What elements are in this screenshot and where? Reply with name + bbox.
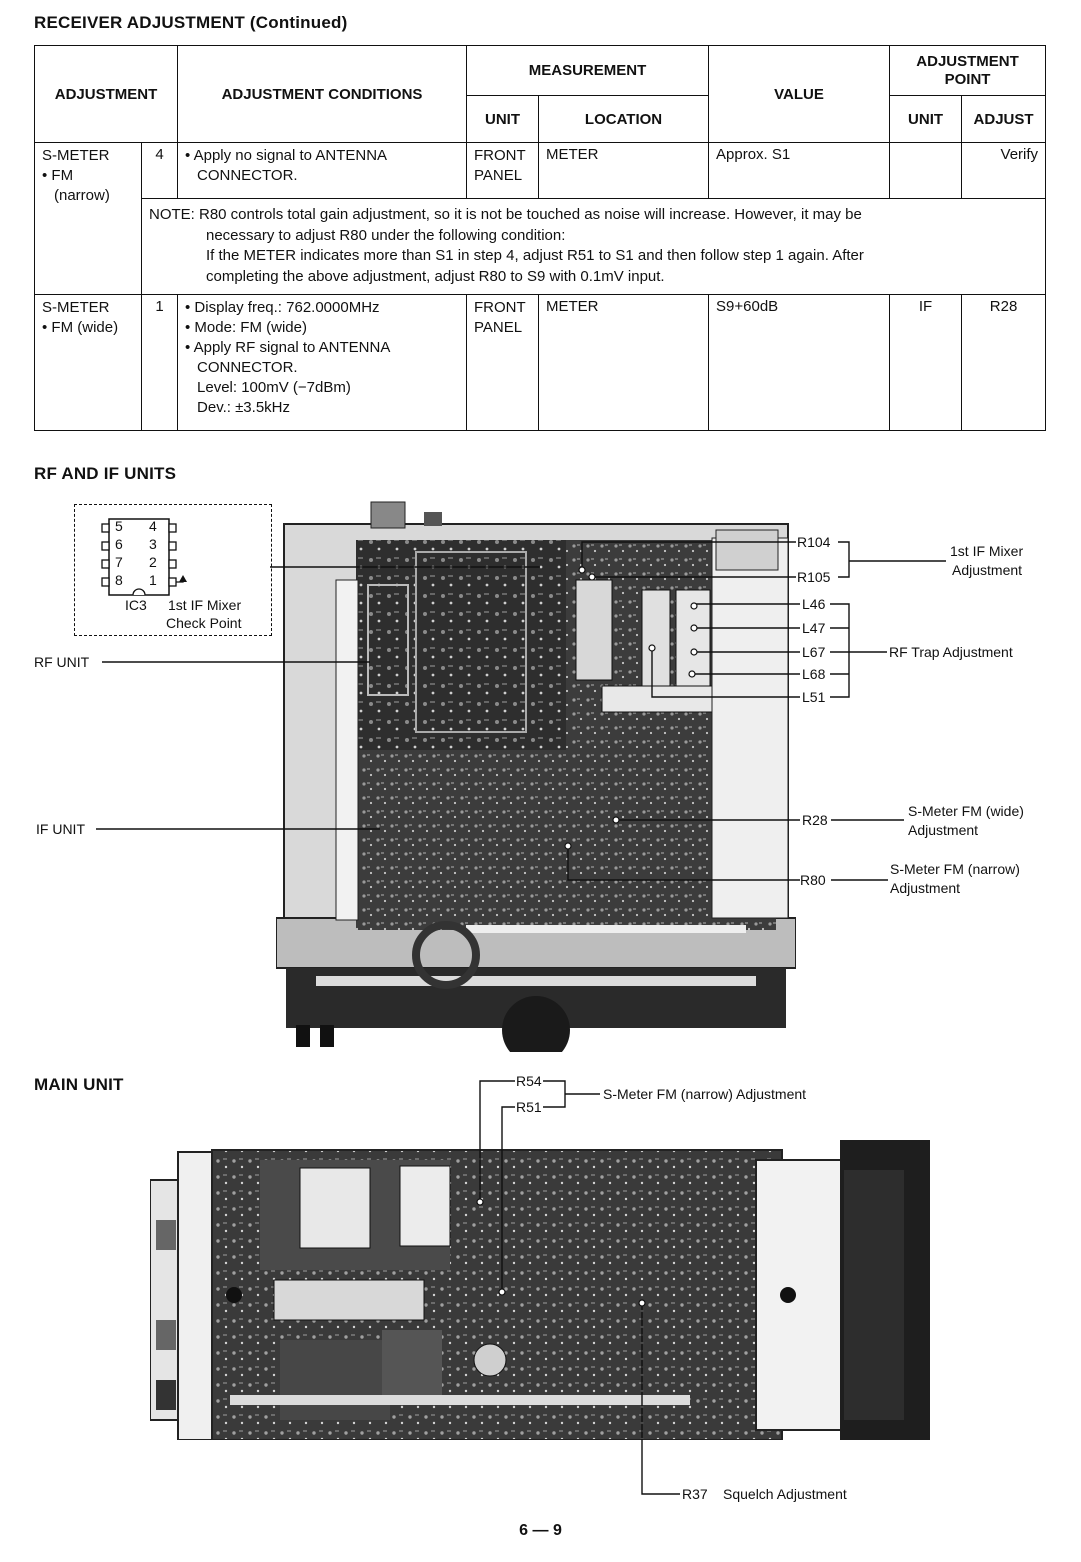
header-adjust: ADJUST [961, 95, 1047, 143]
header-adjustment: ADJUSTMENT [33, 45, 179, 143]
row2-adjust: R28 [961, 294, 1047, 431]
row2-condition-line6: Dev.: ±3.5kHz [197, 399, 290, 416]
row1-condition-line2: CONNECTOR. [197, 167, 298, 184]
part-r105: R105 [797, 569, 831, 585]
part-l68: L68 [802, 666, 826, 682]
header-value: VALUE [708, 45, 891, 143]
row2-unit: FRONT PANEL [466, 294, 540, 431]
row2-location: METER [538, 294, 710, 431]
page-title: RECEIVER ADJUSTMENT (Continued) [34, 13, 348, 32]
row2-condition-line4: CONNECTOR. [197, 359, 298, 376]
row2-condition-line1: • Display freq.: 762.0000MHz [185, 299, 380, 316]
note-line2: necessary to adjust R80 under the follow… [206, 226, 566, 244]
ic3-pin-label: 8 [115, 572, 123, 588]
row2-adjustment-line2: • FM (wide) [42, 319, 119, 336]
ic3-pin-label: 6 [115, 536, 123, 552]
callout-rf-trap: RF Trap Adjustment [889, 644, 1013, 660]
ic3-pin-label: 4 [149, 518, 157, 534]
part-r51: R51 [516, 1099, 542, 1115]
callout-smeter-narrow-line1: S-Meter FM (narrow) [890, 861, 1020, 877]
row1-unit: FRONT PANEL [466, 142, 540, 199]
header-adjust-unit: UNIT [889, 95, 963, 143]
callout-smeter-narrow-main: S-Meter FM (narrow) Adjustment [603, 1086, 807, 1102]
part-r37: R37 [682, 1486, 708, 1502]
row2-unit-line1: FRONT [474, 299, 526, 316]
header-measurement-location: LOCATION [538, 95, 710, 143]
ic3-pin-label: 5 [115, 518, 123, 534]
main-unit-heading: MAIN UNIT [34, 1075, 124, 1094]
callout-mixer-line2: Adjustment [952, 562, 1023, 578]
callout-mixer-line1: 1st IF Mixer [950, 543, 1024, 559]
page-number: 6 — 9 [519, 1522, 562, 1539]
rf-unit-label: RF UNIT [34, 654, 90, 670]
callout-smeter-narrow-line2: Adjustment [890, 880, 961, 896]
part-l46: L46 [802, 596, 826, 612]
row1-unit-line2: PANEL [474, 167, 523, 184]
if-unit-label: IF UNIT [36, 821, 85, 837]
header-measurement: MEASUREMENT [466, 45, 710, 96]
row2-unit-line2: PANEL [474, 319, 523, 336]
part-r28: R28 [802, 812, 828, 828]
row1-adjustment-line2: • FM [42, 167, 74, 184]
ic3-check-line2: Check Point [166, 615, 242, 631]
note-line1: NOTE: R80 controls total gain adjustment… [149, 206, 862, 223]
ic3-pin-label: 7 [115, 554, 123, 570]
callout-squelch: Squelch Adjustment [723, 1486, 847, 1502]
header-adjustment-point: ADJUSTMENT POINT [889, 45, 1047, 96]
rf-if-photo [276, 500, 796, 1052]
row1-unit-line1: FRONT [474, 147, 526, 164]
row1-adjustment-line1: S-METER [42, 147, 110, 164]
note-cell: NOTE: R80 controls total gain adjustment… [140, 198, 1047, 295]
main-unit-photo [150, 1140, 940, 1440]
row1-conditions: • Apply no signal to ANTENNA CONNECTOR. [177, 142, 468, 199]
row2-condition-line3: • Apply RF signal to ANTENNA [185, 339, 391, 356]
note-line4: completing the above adjustment, adjust … [206, 267, 665, 285]
rf-if-chassis-drawing [276, 501, 796, 1052]
ic3-pin-label: 1 [149, 572, 157, 588]
row2-value: S9+60dB [708, 294, 891, 431]
ic3-name: IC3 [125, 597, 147, 613]
part-l51: L51 [802, 689, 826, 705]
row1-value: Approx. S1 [708, 142, 891, 199]
part-r104: R104 [797, 534, 831, 550]
row1-condition-line1: • Apply no signal to ANTENNA [185, 147, 388, 164]
part-r80: R80 [800, 872, 826, 888]
part-l67: L67 [802, 644, 826, 660]
header-conditions: ADJUSTMENT CONDITIONS [177, 45, 468, 143]
row1-adjust-unit [889, 142, 963, 199]
row2-conditions: • Display freq.: 762.0000MHz • Mode: FM … [177, 294, 468, 431]
row2-adjustment: S-METER • FM (wide) [34, 294, 142, 431]
part-l47: L47 [802, 620, 826, 636]
row2-adjust-unit: IF [889, 294, 963, 431]
row1-step: 4 [140, 142, 179, 199]
row2-adjustment-line1: S-METER [42, 299, 110, 316]
ic3-inset: 5 4 6 3 7 2 8 1 IC3 1st IF Mixer Check P… [74, 504, 272, 636]
row1-location: METER [538, 142, 710, 199]
row1-adjustment: S-METER • FM (narrow) [34, 142, 142, 295]
ic3-chip-drawing [101, 518, 187, 596]
row1-adjustment-line3: (narrow) [54, 187, 110, 204]
part-r54: R54 [516, 1073, 542, 1089]
callout-smeter-wide-line2: Adjustment [908, 822, 979, 838]
note-line3: If the METER indicates more than S1 in s… [206, 247, 864, 264]
ic3-pin-label: 2 [149, 554, 157, 570]
ic3-pin-label: 3 [149, 536, 157, 552]
adjustment-table: ADJUSTMENT ADJUSTMENT CONDITIONS MEASURE… [33, 45, 1047, 431]
row1-adjust: Verify [961, 142, 1047, 199]
main-unit-chassis-drawing [150, 1140, 930, 1440]
row2-condition-line5: Level: 100mV (−7dBm) [197, 379, 351, 396]
header-measurement-unit: UNIT [466, 95, 540, 143]
rf-if-heading: RF AND IF UNITS [34, 464, 177, 483]
row2-condition-line2: • Mode: FM (wide) [185, 319, 307, 336]
callout-smeter-wide-line1: S-Meter FM (wide) [908, 803, 1024, 819]
ic3-check-line1: 1st IF Mixer [168, 597, 242, 613]
row2-step: 1 [140, 294, 179, 431]
